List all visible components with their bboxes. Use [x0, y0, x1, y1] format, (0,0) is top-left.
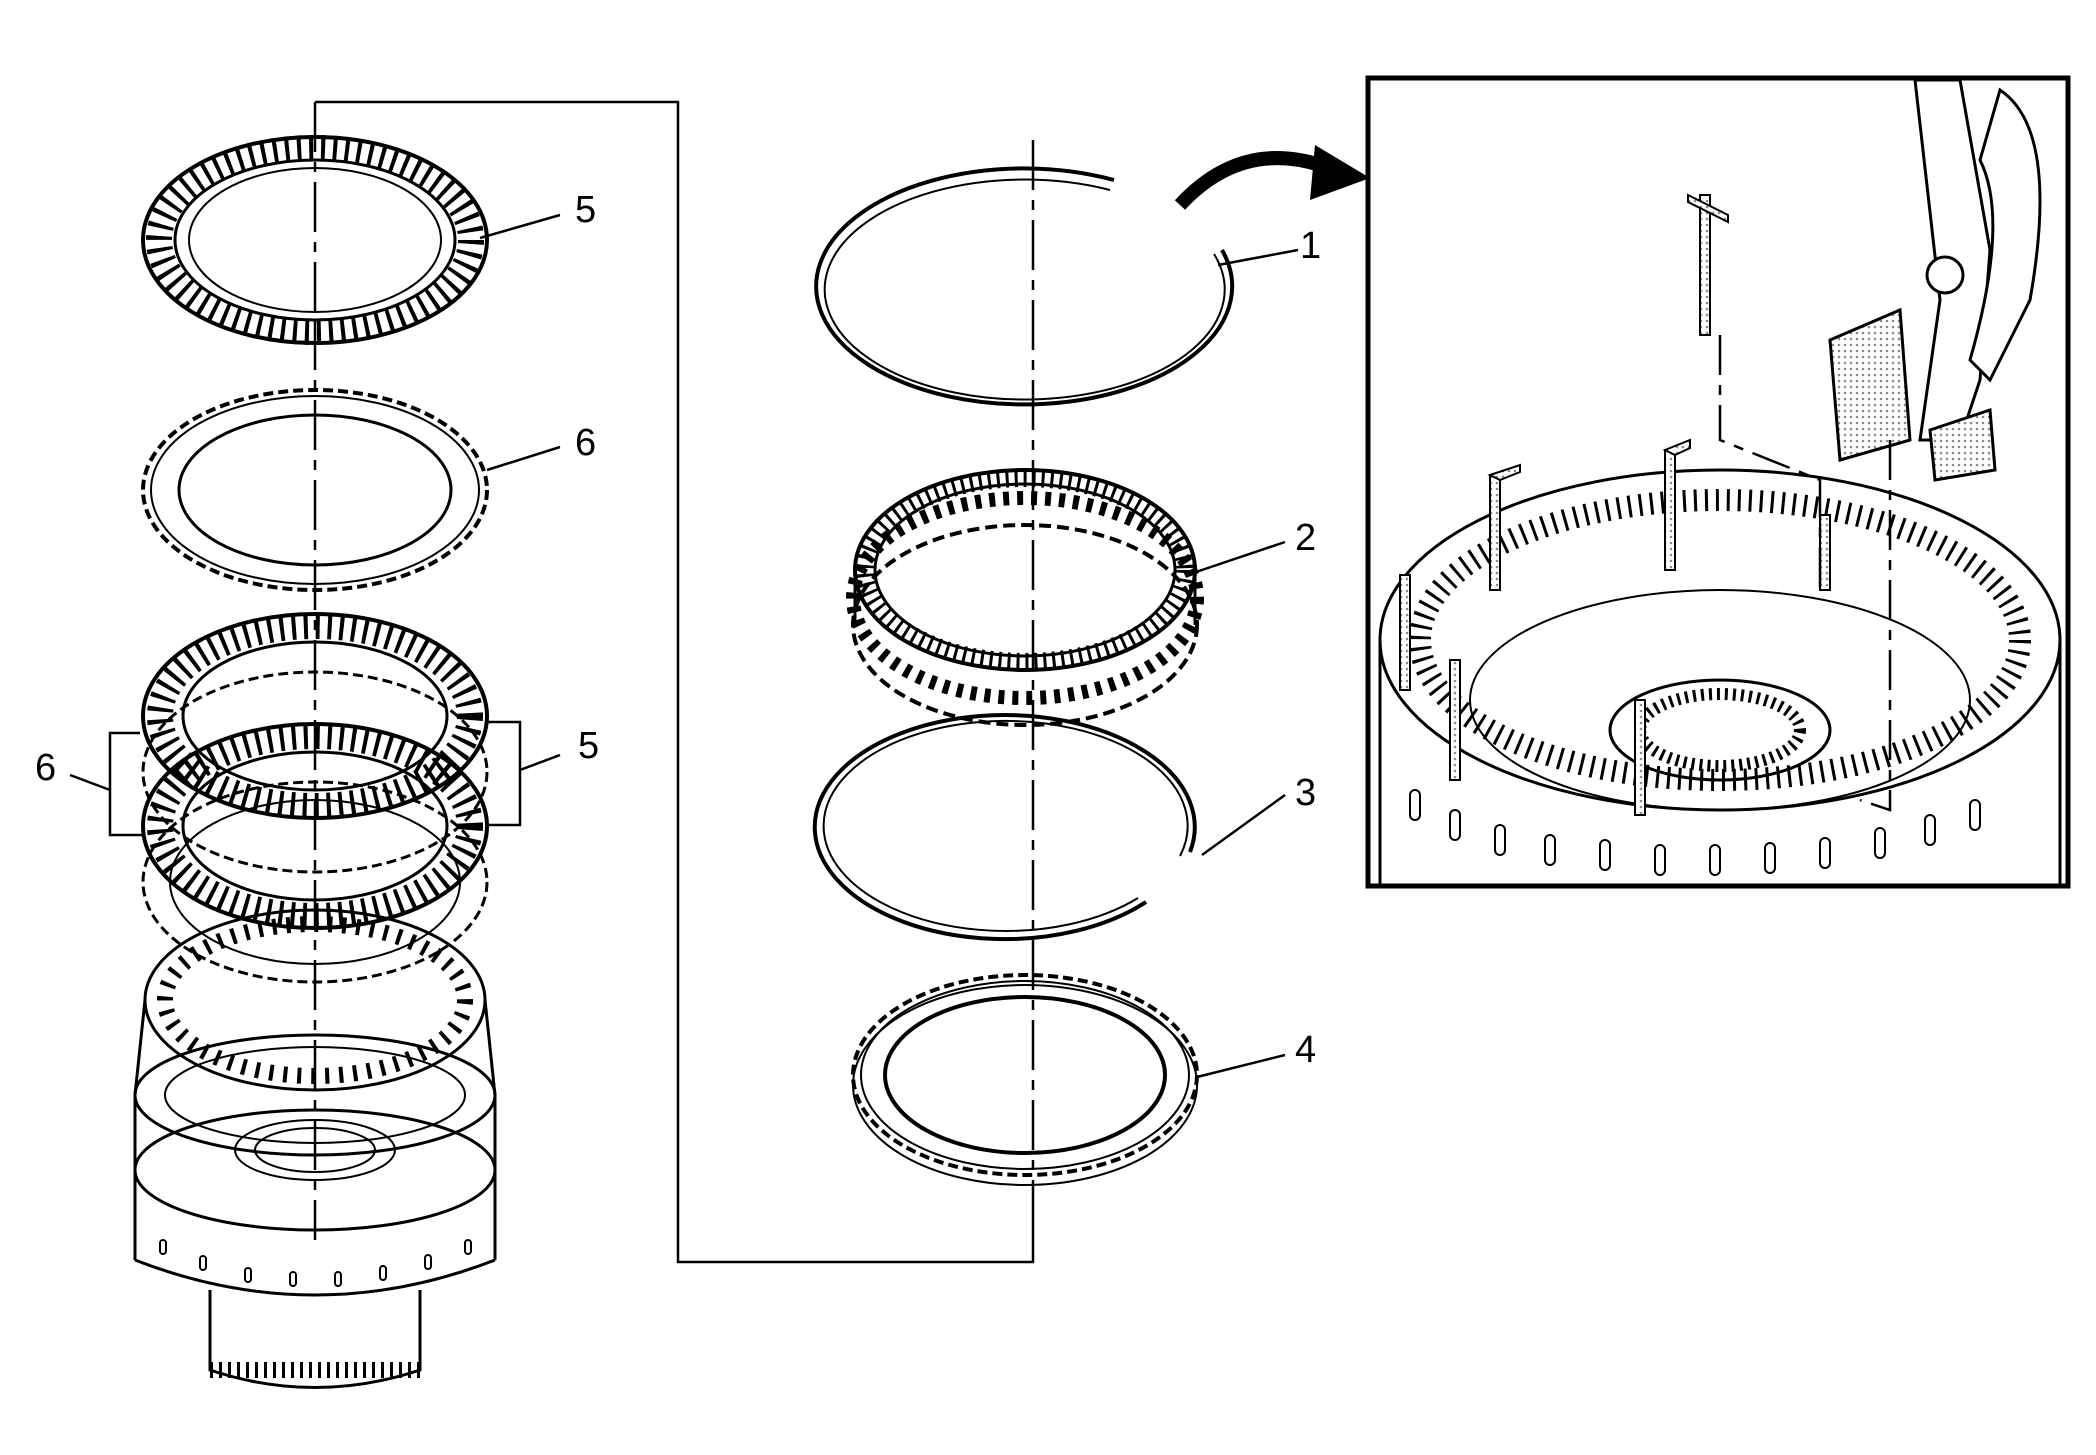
group-brackets: [108, 720, 522, 837]
leader-lines: [69, 213, 1299, 1079]
friction-plate-top: [141, 135, 489, 345]
callout-5-top: 5: [575, 189, 596, 231]
callout-2: 2: [1295, 517, 1316, 559]
callout-1: 1: [1300, 225, 1321, 267]
callout-5-mid: 5: [578, 725, 599, 767]
callout-4: 4: [1295, 1029, 1316, 1071]
callout-6-top: 6: [575, 422, 596, 464]
snap-ring-bottom: [812, 713, 1197, 942]
curved-arrow-icon: [1174, 145, 1370, 210]
gear-ring: [846, 468, 1204, 727]
assembly-bracket: [313, 100, 1035, 1264]
callout-6-mid: 6: [35, 747, 56, 789]
snap-ring-top: [814, 166, 1235, 407]
detail-inset: [1365, 75, 2071, 889]
steel-plate-bottom: [851, 973, 1199, 1186]
callout-3: 3: [1295, 772, 1316, 814]
